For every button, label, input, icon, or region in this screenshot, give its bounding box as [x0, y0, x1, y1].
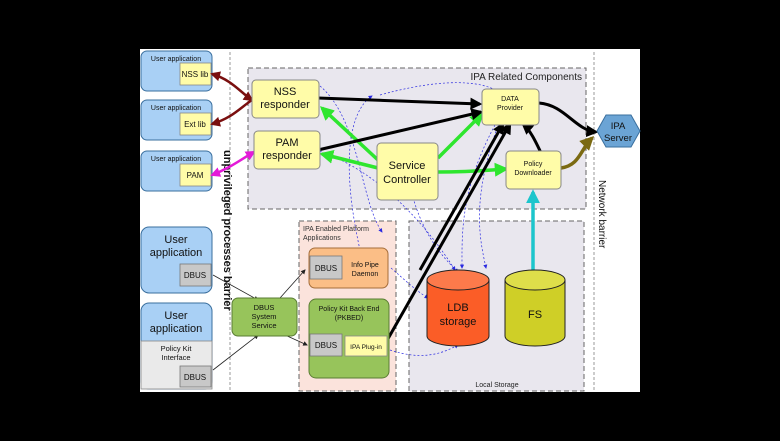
- pam-responder-label-2: responder: [262, 150, 312, 162]
- pam-to-ldb-link: [315, 149, 456, 271]
- pam-app-title: User application: [151, 156, 201, 163]
- ipa-plugin-box: [344, 335, 388, 357]
- extlib-to-nss-arrow: [210, 98, 253, 127]
- network-barrier-label: Network barrier: [596, 180, 607, 249]
- plugin-to-ldb-link: [389, 344, 459, 356]
- controller-to-provider-arrow: [436, 112, 484, 160]
- dbus-app-title-2: application: [150, 247, 203, 259]
- infopipe-to-ldb-link: [390, 267, 429, 299]
- nss-app-title: User application: [151, 56, 201, 63]
- plugin-to-provider-arrow: [383, 121, 512, 345]
- nss-responder: NSS responder: [251, 79, 320, 119]
- dbus-app-title-1: User: [164, 234, 188, 246]
- provider-to-ldb-link-2: [479, 119, 501, 269]
- controller-to-nss-arrow: [319, 106, 380, 162]
- policykit-dbus-to-system-link: [212, 334, 259, 371]
- policykit-dbus-label: DBUS: [184, 373, 206, 382]
- pkbed-label-1: Policy Kit Back End: [319, 306, 380, 313]
- pam-responder-label-1: PAM: [275, 137, 298, 149]
- system-to-infopipe-link: [279, 269, 306, 299]
- ldb-storage: LDB storage: [426, 269, 490, 347]
- dbus-system-label-1: DBUS: [254, 303, 275, 312]
- nss-to-infopipe-link: [319, 85, 383, 233]
- policykit-interface-label-1: Policy Kit: [161, 344, 193, 353]
- policykit-user-application: User application Policy Kit Interface DB…: [140, 302, 213, 390]
- nss-lib-label: NSS lib: [182, 70, 209, 79]
- ipa-server-label-2: Server: [604, 133, 632, 144]
- ipa-server-label-1: IPA: [611, 121, 626, 132]
- info-pipe-dbus-label: DBUS: [315, 264, 337, 273]
- pam-user-application: User application PAM: [140, 150, 213, 192]
- ipa-components-group-label: IPA Related Components: [470, 72, 582, 83]
- policykit-interface-label-2: Interface: [161, 353, 190, 362]
- ldb-to-provider-arrow: [418, 121, 505, 271]
- nss-lib-links: [210, 71, 254, 127]
- policy-downloader-label-1: Policy: [524, 161, 543, 168]
- ldb-storage-label-2: storage: [440, 316, 477, 328]
- service-controller: Service Controller: [376, 142, 439, 201]
- provider-to-ldb-link: [459, 124, 496, 269]
- policykit-app-title-2: application: [150, 323, 203, 335]
- pam-lib-label: PAM: [187, 171, 204, 180]
- dbus-app-lib-box: [179, 263, 212, 287]
- ext-app-title: User application: [151, 105, 201, 112]
- fs-label: FS: [528, 309, 542, 321]
- dbus-system-label-3: Service: [251, 321, 276, 330]
- nss-user-application: User application NSS lib: [140, 50, 213, 92]
- pkbed-dbus-box: [309, 333, 343, 357]
- pkbed: Policy Kit Back End (PKBED) DBUS IPA Plu…: [308, 298, 390, 379]
- dbus-app-lib-label: DBUS: [184, 271, 206, 280]
- ldb-storage-label-1: LDB: [447, 302, 468, 314]
- dbus-system-label-2: System: [251, 312, 276, 321]
- system-to-pkbed-link: [284, 334, 308, 346]
- provider-to-ipa-arrow: [538, 101, 599, 138]
- data-provider-label-1: DATA: [501, 96, 519, 103]
- pam-to-pamresponder-arrow: [210, 150, 256, 177]
- service-controller-label-2: Controller: [383, 174, 431, 186]
- policy-downloader: Policy Downloader: [505, 150, 562, 190]
- info-pipe-dbus-box: [309, 255, 343, 280]
- dbus-system-service: DBUS System Service: [231, 297, 298, 337]
- pam-responder: PAM responder: [253, 130, 321, 170]
- pkbed-dbus-label: DBUS: [315, 341, 337, 350]
- controller-to-pam-arrow: [319, 149, 379, 170]
- nss-to-provider-arrow: [317, 96, 483, 110]
- fs-storage: FS: [504, 269, 566, 347]
- nss-responder-label-2: responder: [260, 99, 310, 111]
- info-pipe-label-1: Info Pipe: [351, 262, 379, 269]
- policy-downloader-label-2: Downloader: [514, 170, 552, 177]
- controller-links: [319, 106, 509, 177]
- data-provider-label-2: Provider: [497, 105, 524, 112]
- ext-lib-label: Ext lib: [184, 120, 206, 129]
- downloader-to-ipa-arrow: [560, 136, 594, 170]
- info-pipe-label-2: Daemon: [352, 271, 379, 278]
- policykit-app-title-1: User: [164, 310, 188, 322]
- ipa-plugin-label: IPA Plug-in: [350, 344, 382, 351]
- pam-to-provider-arrow: [317, 108, 484, 152]
- platform-apps-group-label-1: IPA Enabled Platform: [303, 226, 369, 233]
- dbus-user-application: User application DBUS: [140, 226, 213, 294]
- platform-apps-group-label-2: Applications: [303, 235, 341, 242]
- nsslib-to-nss-arrow: [210, 71, 254, 102]
- unprivileged-barrier-label: unprivileged processes barrier: [221, 150, 233, 312]
- data-provider: DATA Provider: [481, 88, 540, 126]
- service-controller-label-1: Service: [389, 160, 426, 172]
- ext-user-application: User application Ext lib: [140, 99, 213, 141]
- ipa-server: IPA Server: [596, 114, 641, 148]
- app-dbus-to-system-link: [212, 274, 259, 301]
- info-pipe-daemon: DBUS Info Pipe Daemon: [308, 247, 389, 289]
- policykit-dbus-box: [179, 365, 212, 388]
- local-storage-label: Local Storage: [475, 382, 518, 389]
- nss-responder-label-1: NSS: [274, 86, 297, 98]
- pkbed-label-2: (PKBED): [335, 315, 363, 322]
